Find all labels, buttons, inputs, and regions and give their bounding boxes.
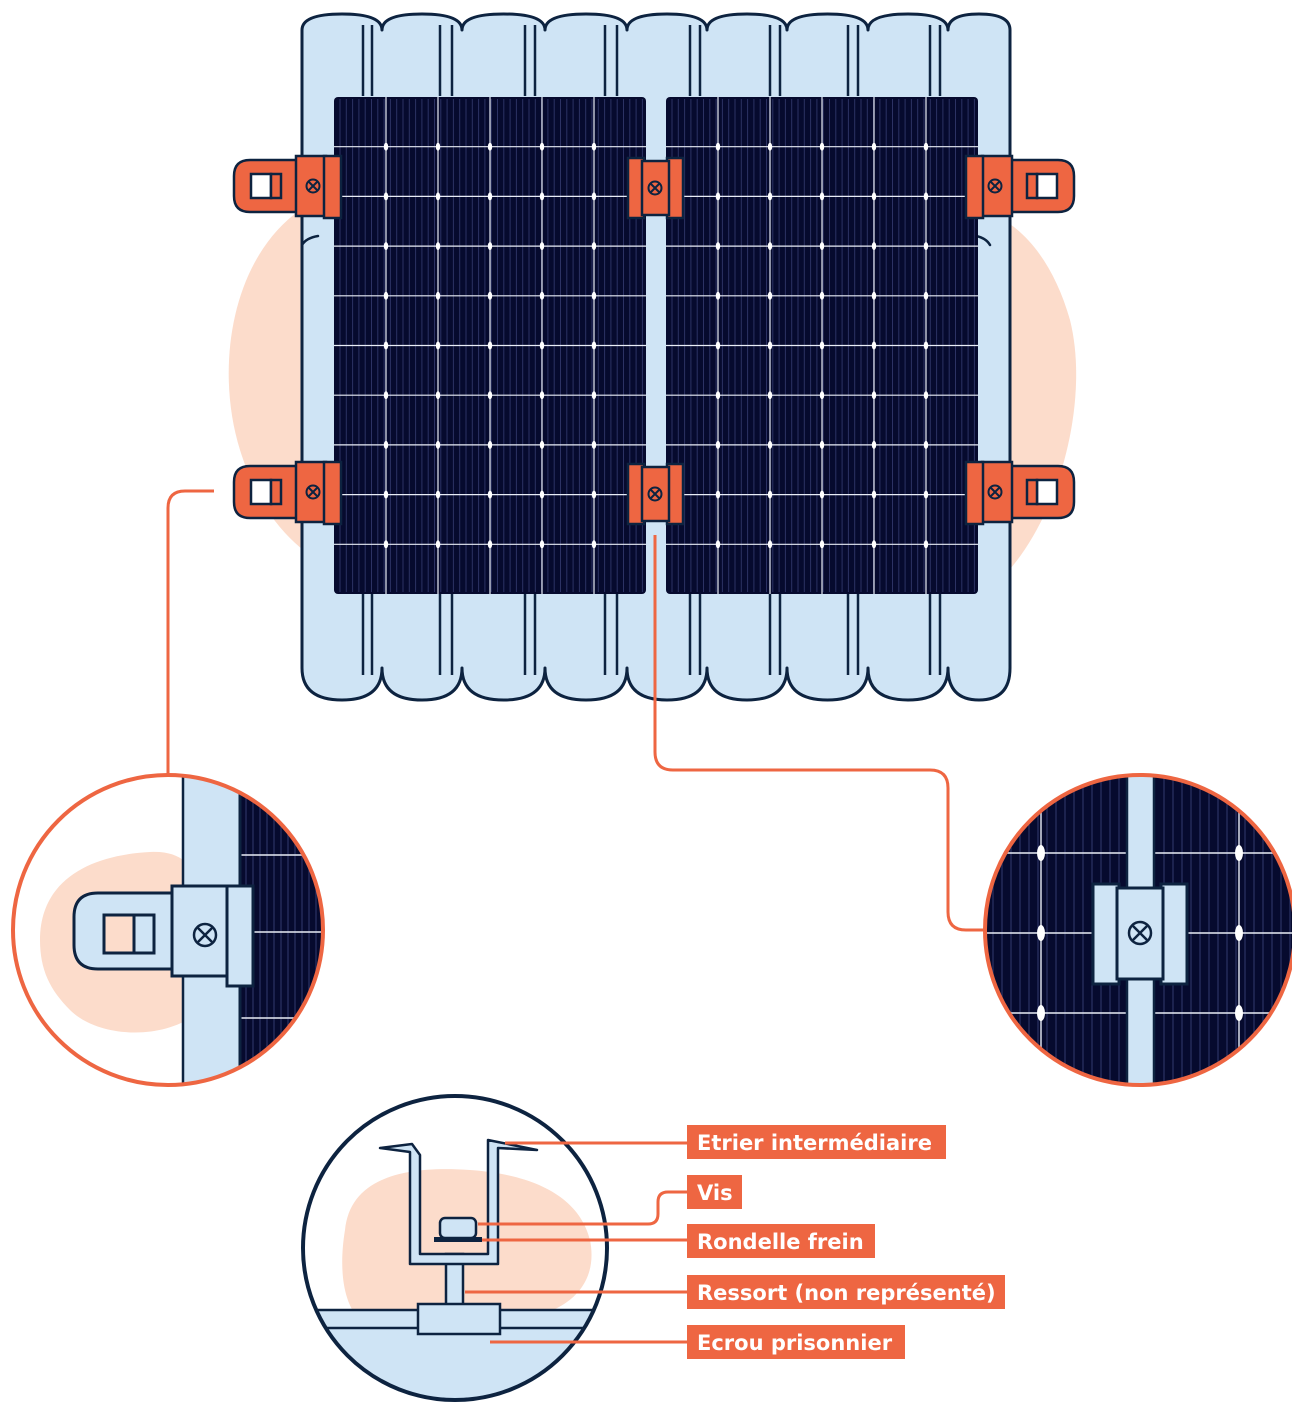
screw-cross-icon xyxy=(647,486,663,502)
screw-cross-icon xyxy=(1127,920,1153,946)
callout-ressort-label: Ressort (non représenté) xyxy=(697,1281,996,1305)
callout-vis: Vis xyxy=(687,1175,742,1209)
end-clamp-icon xyxy=(964,460,1076,526)
screw-cross-icon xyxy=(647,180,663,196)
end-clamp-icon xyxy=(232,460,343,526)
callout-etrier-label: Etrier intermédiaire xyxy=(697,1131,932,1155)
mid-clamp-icon xyxy=(1091,882,1189,986)
end-clamp-icon xyxy=(964,154,1076,220)
screw-cross-icon xyxy=(987,484,1003,500)
callout-vis-label: Vis xyxy=(697,1181,733,1205)
callout-ecrou: Ecrou prisonnier xyxy=(687,1325,905,1359)
end-clamp-icon xyxy=(232,154,343,220)
solar-panel-left xyxy=(334,97,646,594)
mid-clamp-icon xyxy=(626,156,685,220)
callout-ecrou-label: Ecrou prisonnier xyxy=(697,1331,893,1355)
solar-panel-right xyxy=(666,97,978,594)
end-clamp-icon xyxy=(72,884,255,988)
cross-section: Etrier intermédiaire Vis Rondelle frein … xyxy=(301,1094,1005,1402)
clamps xyxy=(232,154,1076,526)
zoom-end-clamp xyxy=(11,773,325,1087)
callout-rondelle: Rondelle frein xyxy=(687,1224,875,1258)
screw-cross-icon xyxy=(305,484,321,500)
screw-cross-icon xyxy=(987,178,1003,194)
callout-rondelle-label: Rondelle frein xyxy=(697,1230,864,1254)
connector-line-right xyxy=(653,535,987,932)
zoom-mid-clamp xyxy=(983,773,1292,1087)
screw-cross-icon xyxy=(192,922,218,948)
callout-etrier: Etrier intermédiaire xyxy=(687,1125,946,1159)
connector-line-left xyxy=(166,489,214,775)
screw-cross-icon xyxy=(305,178,321,194)
leader-vis xyxy=(478,1190,690,1226)
callout-ressort: Ressort (non représenté) xyxy=(687,1275,1005,1309)
mid-clamp-icon xyxy=(626,462,685,526)
